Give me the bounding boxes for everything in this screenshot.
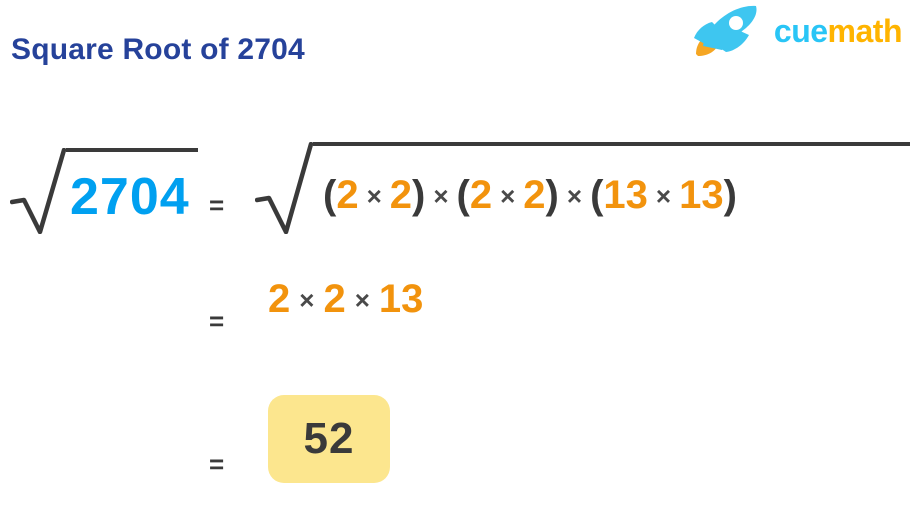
factored-token-13: 13: [603, 173, 648, 217]
factored-token-15: 13: [679, 173, 724, 217]
factored-token-3: 2: [389, 173, 413, 217]
simplified-expression: 2 × 2 × 13: [268, 279, 423, 319]
rocket-icon: [693, 5, 757, 56]
radical-icon: [10, 148, 66, 234]
radical-expression-left: 2704: [10, 148, 198, 234]
answer-highlight-box: 52: [268, 395, 390, 483]
factored-token-0: (: [323, 173, 337, 217]
factored-token-8: ×: [500, 181, 516, 211]
factored-token-14: ×: [655, 181, 672, 211]
equals-sign-1: =: [209, 190, 225, 220]
radicand-left: 2704: [66, 148, 198, 234]
factored-token-7: 2: [469, 173, 493, 217]
radicand-value: 2704: [70, 168, 190, 226]
cuemath-logo: cuemath: [692, 4, 903, 58]
equation-block: = 2704 (2×2)×(2×2)×(13×13) =: [0, 130, 910, 522]
simplified-token-4: 13: [378, 277, 424, 321]
factored-token-16: ): [723, 173, 737, 217]
factored-expression: (2×2)×(2×2)×(13×13): [323, 165, 737, 215]
factored-token-1: 2: [336, 173, 359, 217]
radical-icon: [255, 142, 313, 234]
page-title: Square Root of 2704: [11, 33, 305, 66]
factored-token-12: (: [590, 173, 604, 217]
equation-row-1: = 2704 (2×2)×(2×2)×(13×13): [0, 130, 910, 250]
factored-token-6: (: [456, 173, 470, 217]
factored-token-2: ×: [366, 181, 382, 211]
equation-row-3: = 52: [0, 395, 910, 522]
simplified-token-3: ×: [354, 285, 370, 315]
simplified-token-0: 2: [268, 277, 291, 321]
answer-value: 52: [303, 414, 355, 463]
equals-sign-3: =: [209, 449, 225, 479]
simplified-token-1: ×: [299, 285, 315, 315]
radical-expression-right: (2×2)×(2×2)×(13×13): [255, 142, 910, 234]
equation-row-2: = 2 × 2 × 13: [0, 265, 910, 355]
factored-token-9: 2: [523, 173, 546, 217]
simplified-token-2: 2: [323, 277, 346, 321]
factored-token-5: ×: [433, 181, 449, 211]
radicand-right: (2×2)×(2×2)×(13×13): [313, 142, 910, 234]
factored-token-11: ×: [566, 181, 583, 211]
wordmark-cue: cue: [773, 13, 828, 49]
factored-token-10: ): [545, 173, 559, 217]
wordmark-math: math: [827, 13, 903, 49]
equals-sign-2: =: [209, 306, 225, 336]
factored-token-4: ): [412, 173, 426, 217]
cuemath-wordmark: cuemath: [773, 13, 903, 49]
